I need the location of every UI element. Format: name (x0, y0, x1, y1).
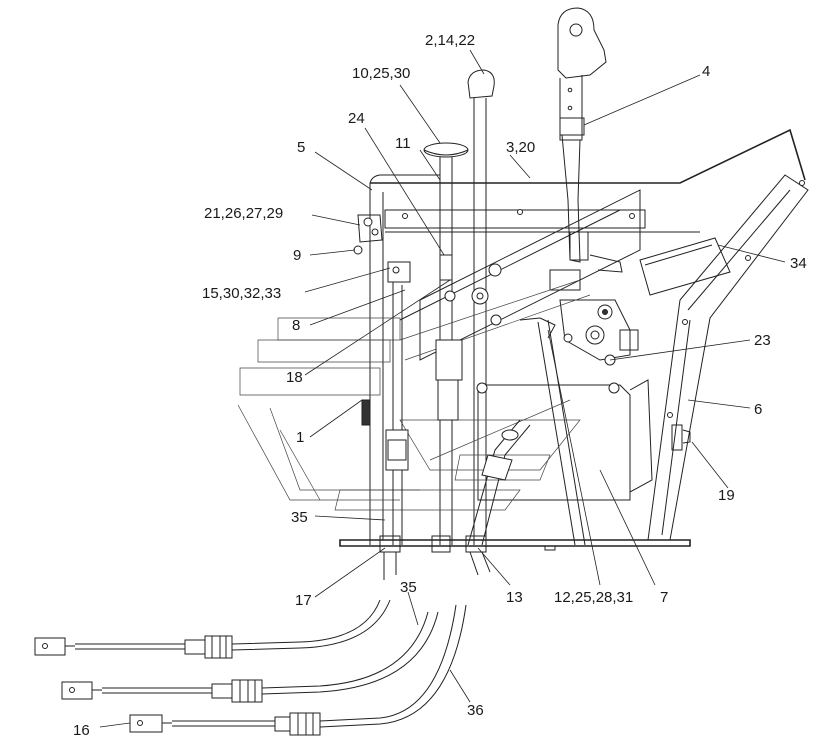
callout-3-20: 3,20 (506, 139, 535, 156)
callout-19: 19 (718, 487, 735, 504)
callout-35-bottom: 35 (400, 579, 417, 596)
callout-11: 11 (395, 135, 411, 152)
callout-16: 16 (73, 722, 90, 739)
callout-15-30-32-33: 15,30,32,33 (202, 285, 281, 302)
callout-labels: 2,14,22 10,25,30 4 24 11 3,20 5 21,26,27… (73, 32, 807, 739)
callout-10-25-30: 10,25,30 (352, 65, 410, 82)
external-cable-3 (129, 604, 467, 736)
callout-7: 7 (660, 589, 668, 606)
internal-cables (353, 214, 531, 546)
callout-36: 36 (467, 702, 484, 719)
callout-1: 1 (296, 429, 304, 446)
callout-17: 17 (295, 592, 312, 609)
callout-24: 24 (348, 110, 365, 127)
callout-18: 18 (286, 369, 303, 386)
cable-guide-plates (237, 279, 591, 511)
leader-lines (99, 49, 786, 728)
internal-mechanism (399, 189, 653, 546)
lever-4 (557, 7, 607, 263)
callout-2-14-22: 2,14,22 (425, 32, 475, 49)
callout-12-25-28-31: 12,25,28,31 (554, 589, 633, 606)
callout-35-top: 35 (291, 509, 308, 526)
callout-5: 5 (297, 139, 305, 156)
callout-21-26-27-29: 21,26,27,29 (204, 205, 283, 222)
callout-4: 4 (702, 63, 710, 80)
external-cable-1 (34, 599, 391, 659)
callout-23: 23 (754, 332, 771, 349)
callout-8: 8 (292, 317, 300, 334)
callout-34: 34 (790, 255, 807, 272)
base-plate (339, 535, 691, 580)
side-arm (639, 174, 809, 541)
console-housing (369, 128, 806, 545)
callout-9: 9 (293, 247, 301, 264)
callout-13: 13 (506, 589, 523, 606)
external-cable-2 (61, 611, 439, 703)
callout-6: 6 (754, 401, 762, 418)
